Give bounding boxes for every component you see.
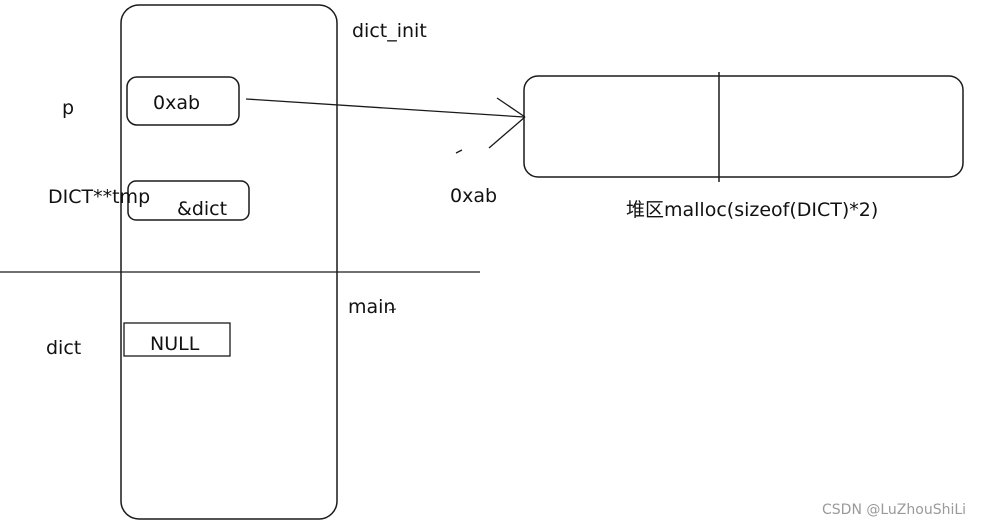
watermark: CSDN @LuZhouShiLi [822,502,967,518]
stray-mark [455,149,463,154]
var-name-tmp: DICT**tmp [48,186,151,208]
p-cell-box [126,76,240,126]
tmp-value: &dict [177,198,228,220]
var-name-p: p [62,97,75,119]
p-value: 0xab [153,92,201,114]
dict-value: NULL [150,333,200,355]
dict-cell-box [123,322,231,357]
pointer-arrow-head-upper [496,97,526,118]
pointer-arrow-head-lower [488,116,526,149]
var-name-dict: dict [46,337,82,359]
stack-column [120,4,338,520]
tmp-cell-box [127,180,250,221]
pointer-arrow-line [245,98,525,118]
main-label-tail [388,308,397,311]
heap-block [523,75,964,178]
heap-address-label: 0xab [450,185,498,207]
heap-caption: 堆区malloc(sizeof(DICT)*2) [626,199,879,221]
frame-label-main: main [348,296,396,318]
frame-label-dict-init: dict_init [352,20,427,42]
